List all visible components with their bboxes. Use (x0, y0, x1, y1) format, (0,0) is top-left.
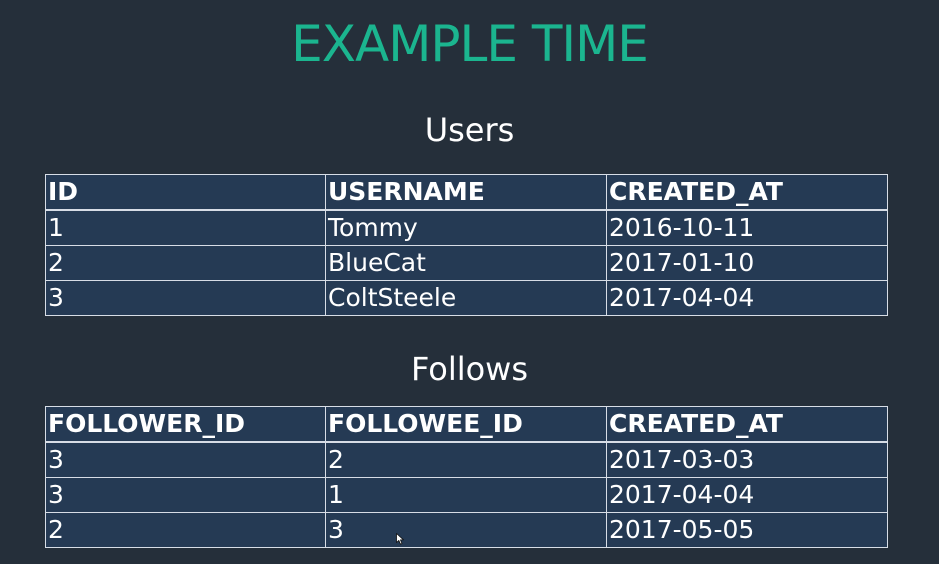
users-header-row: ID USERNAME CREATED_AT (45, 174, 888, 211)
follows-cell-created-at: 2017-04-04 (606, 477, 888, 513)
follows-col-created-at-header: CREATED_AT (606, 406, 888, 443)
follows-cell-follower-id: 2 (45, 512, 326, 548)
table-row: 3 ColtSteele 2017-04-04 (45, 280, 888, 316)
follows-col-follower-id-header: FOLLOWER_ID (45, 406, 326, 443)
follows-cell-follower-id: 3 (45, 441, 326, 478)
follows-table: FOLLOWER_ID FOLLOWEE_ID CREATED_AT 3 2 2… (45, 406, 888, 548)
follows-header-row: FOLLOWER_ID FOLLOWEE_ID CREATED_AT (45, 406, 888, 443)
users-cell-created-at: 2017-04-04 (606, 280, 888, 316)
users-col-username-header: USERNAME (325, 174, 607, 211)
follows-col-followee-id-header: FOLLOWEE_ID (325, 406, 607, 443)
follows-cell-followee-id: 3 (325, 512, 607, 548)
follows-cell-created-at: 2017-05-05 (606, 512, 888, 548)
users-cell-created-at: 2016-10-11 (606, 209, 888, 246)
follows-table-heading: Follows (410, 350, 529, 388)
table-row: 2 BlueCat 2017-01-10 (45, 245, 888, 281)
users-cell-username: BlueCat (325, 245, 607, 281)
table-row: 3 1 2017-04-04 (45, 477, 888, 513)
users-cell-id: 3 (45, 280, 326, 316)
users-cell-created-at: 2017-01-10 (606, 245, 888, 281)
users-table-heading: Users (424, 111, 515, 149)
follows-cell-created-at: 2017-03-03 (606, 441, 888, 478)
follows-cell-followee-id: 1 (325, 477, 607, 513)
table-row: 2 3 2017-05-05 (45, 512, 888, 548)
users-col-id-header: ID (45, 174, 326, 211)
follows-cell-follower-id: 3 (45, 477, 326, 513)
users-col-created-at-header: CREATED_AT (606, 174, 888, 211)
follows-cell-followee-id: 2 (325, 441, 607, 478)
users-cell-username: ColtSteele (325, 280, 607, 316)
users-cell-username: Tommy (325, 209, 607, 246)
users-cell-id: 2 (45, 245, 326, 281)
users-cell-id: 1 (45, 209, 326, 246)
users-table: ID USERNAME CREATED_AT 1 Tommy 2016-10-1… (45, 174, 888, 316)
mouse-pointer-icon (396, 533, 404, 545)
table-row: 1 Tommy 2016-10-11 (45, 209, 888, 246)
table-row: 3 2 2017-03-03 (45, 441, 888, 478)
slide-title: EXAMPLE TIME (291, 15, 649, 73)
